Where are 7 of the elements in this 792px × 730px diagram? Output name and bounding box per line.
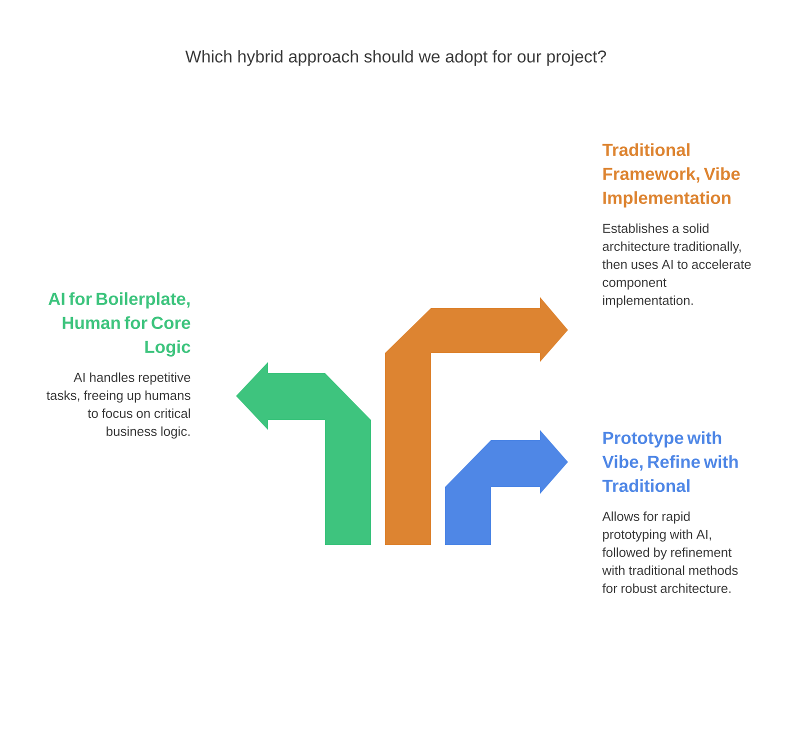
option-heading: AI for Boilerplate, Human for Core Logic	[48, 292, 190, 357]
option-heading: Prototype with Vibe, Refine with Traditional	[602, 431, 738, 492]
option-heading: Traditional Framework, Vibe Implementation	[602, 143, 740, 208]
option-description: Allows for rapid prototyping with AI, followed by refinement with traditional methods for robust architecture.	[602, 511, 738, 593]
option-description: AI handles repetitive tasks, freeing up humans to focus on critical business logic.	[46, 372, 190, 439]
title: Which hybrid approach should we adopt for our project?	[185, 50, 606, 66]
option-description: Establishes a solid architecture traditionally, then uses AI to accelerate component implementation.	[602, 223, 751, 308]
